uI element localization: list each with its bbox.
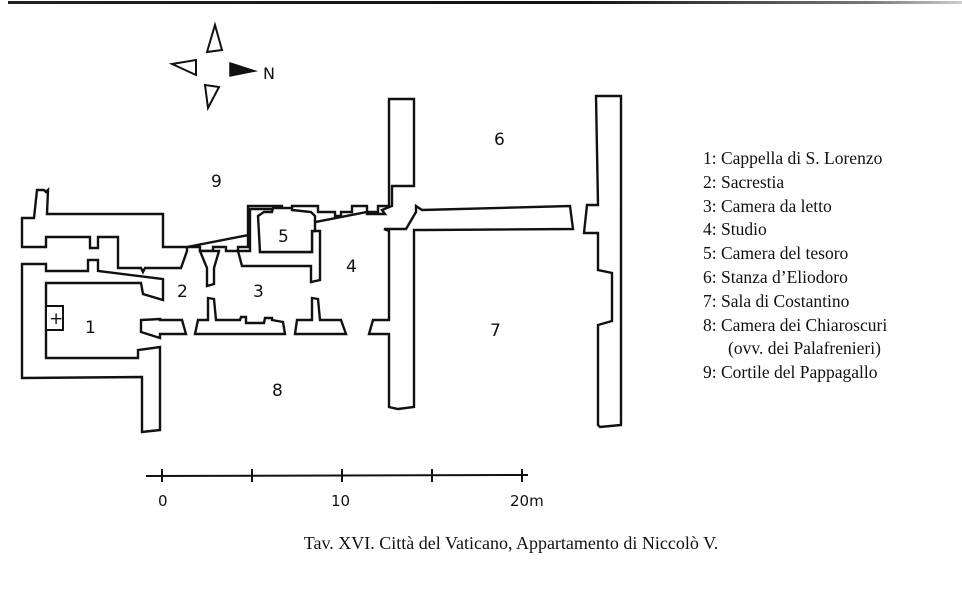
wall-treasury [256,206,317,254]
legend-item-2: 2: Sacrestia [703,171,785,192]
scale-bar-line [145,474,529,477]
altar-cross-icon: + [49,309,63,329]
altar-niche [45,305,64,331]
legend-item-5: 5: Camera del tesoro [703,243,849,264]
room-number-3: 3 [253,282,264,302]
room-number-8: 8 [272,381,283,401]
wall-pier-chapel-east [139,317,188,340]
room-number-6: 6 [494,130,505,150]
legend-item-7: 7: Sala di Costantino [703,290,850,311]
wall-upper-left [20,186,189,275]
wall-costantino-west [367,203,575,411]
legend-item-3: 3: Camera da letto [703,195,832,216]
room-number-4: 4 [346,257,357,277]
compass-north-arrow-icon [229,61,258,77]
compass-rose-icon: N [168,21,275,112]
room-number-9: 9 [211,172,222,192]
legend-item-1: 1: Cappella di S. Lorenzo [703,148,883,168]
scale-label-10: 10 [331,492,350,510]
top-rule [8,1,962,4]
legend-item-9: 9: Cortile del Pappagallo [703,362,878,383]
figure-caption: Tav. XVI. Città del Vaticano, Appartamen… [303,533,719,553]
room-number-1: 1 [85,318,96,338]
room-number-2: 2 [177,282,188,302]
room-number-7: 7 [490,321,501,341]
scale-label-0: 0 [158,492,168,510]
legend-item-6: 6: Stanza d’Eliodoro [703,266,848,287]
scale-bar: 0 10 20m [145,469,544,510]
scale-label-20m: 20m [510,492,544,510]
legend-item-8-continued: (ovv. dei Palafrenieri) [728,338,881,359]
room-legend: 1: Cappella di S. Lorenzo 2: Sacrestia 3… [703,147,887,385]
wall-bedroom-south [193,296,287,336]
compass-arrow-down-icon [203,83,221,112]
wall-pier-sacristy-bedroom [198,249,221,288]
wall-east [582,94,623,429]
room-number-5: 5 [278,227,289,247]
wall-sacristy-north [186,97,416,253]
wall-chapel-outer [20,258,165,434]
legend-item-8: 8: Camera dei Chiaroscuri [703,314,888,335]
north-label: N [263,64,275,83]
wall-studio-south [293,296,348,336]
compass-arrow-up-icon [205,21,224,54]
compass-arrow-left-icon [168,58,197,77]
legend-item-4: 4: Studio [703,219,767,240]
